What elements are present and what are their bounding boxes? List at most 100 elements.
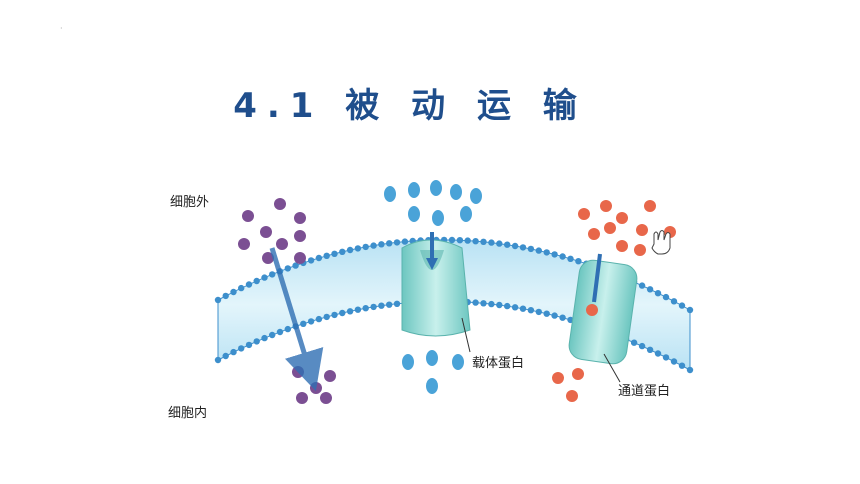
phospholipid-head: [331, 311, 338, 319]
phospholipid-head: [253, 338, 260, 345]
phospholipid-head: [354, 245, 362, 252]
phospholipid-head: [238, 284, 245, 292]
phospholipid-head: [456, 237, 464, 244]
phospholipid-head: [472, 299, 479, 306]
phospholipid-head: [464, 237, 471, 244]
phospholipid-head: [448, 236, 456, 244]
phospholipid-head: [378, 241, 385, 248]
phospholipid-head: [238, 345, 245, 352]
inside-cell-label: 细胞内: [168, 406, 208, 421]
phospholipid-head: [686, 306, 694, 314]
phospholipid-head: [269, 331, 276, 339]
phospholipid-head: [504, 241, 511, 248]
phospholipid-head: [496, 301, 503, 309]
phospholipid-head: [230, 288, 237, 296]
phospholipid-head: [393, 239, 401, 246]
phospholipid-head: [638, 342, 646, 350]
phospholipid-head: [331, 250, 338, 257]
phospholipid-head: [504, 302, 511, 310]
diffusion-arrow: [269, 247, 324, 392]
phospholipid-head: [292, 262, 299, 269]
phospholipid-head: [654, 290, 662, 297]
phospholipid-head: [284, 265, 291, 272]
phospholipid-head: [276, 328, 284, 336]
phospholipid-head: [567, 255, 574, 262]
phospholipid-head: [638, 282, 646, 289]
purple-molecules-inside: [292, 366, 336, 404]
phospholipid-head: [662, 293, 670, 301]
orange-molecules-inside: [552, 368, 584, 402]
phospholipid-head: [261, 274, 268, 281]
phospholipid-head: [362, 243, 369, 251]
phospholipid-head: [346, 246, 354, 254]
phospholipid-head: [214, 356, 222, 364]
phospholipid-head: [307, 257, 315, 264]
page-title: 4.1 被 动 运 输: [233, 86, 587, 126]
phospholipid-head: [551, 251, 558, 258]
phospholipid-head: [230, 348, 237, 356]
phospholipid-head: [480, 238, 487, 245]
phospholipid-head: [670, 358, 678, 365]
phospholipid-head: [323, 252, 330, 259]
phospholipid-head: [480, 300, 487, 307]
phospholipid-head: [307, 318, 315, 325]
phospholipid-head: [222, 352, 229, 360]
phospholipid-head: [527, 307, 535, 314]
phospholipid-head: [472, 238, 479, 245]
phospholipid-head: [370, 242, 377, 249]
phospholipid-head: [488, 239, 495, 246]
phospholipid-head: [362, 305, 369, 312]
phospholipid-head: [370, 303, 377, 311]
phospholipid-head: [354, 306, 362, 313]
outside-cell-label: 细胞外: [170, 195, 210, 210]
corner-mark: ·: [60, 24, 63, 33]
phospholipid-head: [646, 346, 654, 353]
phospholipid-head: [386, 301, 393, 308]
phospholipid-head: [686, 366, 694, 374]
phospholipid-head: [670, 298, 678, 305]
phospholipid-head: [678, 362, 686, 369]
phospholipid-head: [315, 315, 323, 323]
phospholipid-head: [284, 325, 291, 333]
phospholipid-head: [511, 304, 519, 311]
phospholipid-head: [378, 302, 385, 309]
blue-molecules-outside: [384, 180, 482, 226]
phospholipid-head: [245, 341, 253, 349]
phospholipid-head: [511, 242, 519, 250]
phospholipid-head: [339, 309, 346, 317]
phospholipid-head: [323, 313, 330, 321]
phospholipid-head: [339, 248, 346, 255]
phospholipid-head: [519, 244, 527, 251]
phospholipid-head: [654, 350, 662, 357]
phospholipid-head: [401, 238, 409, 245]
phospholipid-head: [245, 281, 253, 288]
phospholipid-head: [386, 240, 393, 247]
phospholipid-head: [261, 334, 268, 342]
phospholipid-head: [300, 320, 307, 327]
phospholipid-head: [551, 312, 558, 319]
phospholipid-head: [543, 310, 550, 317]
phospholipid-head: [535, 247, 542, 254]
phospholipid-head: [527, 245, 535, 253]
phospholipid-head: [575, 258, 582, 265]
hand-cursor-icon: [651, 230, 671, 255]
phospholipid-head: [519, 305, 527, 312]
channel-protein-label: 通道蛋白: [618, 384, 671, 399]
phospholipid-head: [646, 286, 654, 293]
phospholipid-head: [678, 302, 686, 309]
phospholipid-head: [269, 271, 276, 278]
phospholipid-head: [214, 296, 222, 304]
phospholipid-head: [488, 300, 495, 308]
carrier-protein: [401, 232, 471, 353]
phospholipid-head: [630, 339, 638, 346]
phospholipid-head: [535, 308, 542, 316]
phospholipid-head: [315, 254, 323, 262]
phospholipid-head: [393, 300, 401, 307]
channel-protein: [568, 253, 638, 383]
phospholipid-head: [496, 240, 503, 247]
blue-molecules-inside: [402, 350, 464, 394]
phospholipid-head: [222, 292, 229, 300]
phospholipid-head: [346, 308, 354, 315]
phospholipid-head: [559, 253, 566, 260]
